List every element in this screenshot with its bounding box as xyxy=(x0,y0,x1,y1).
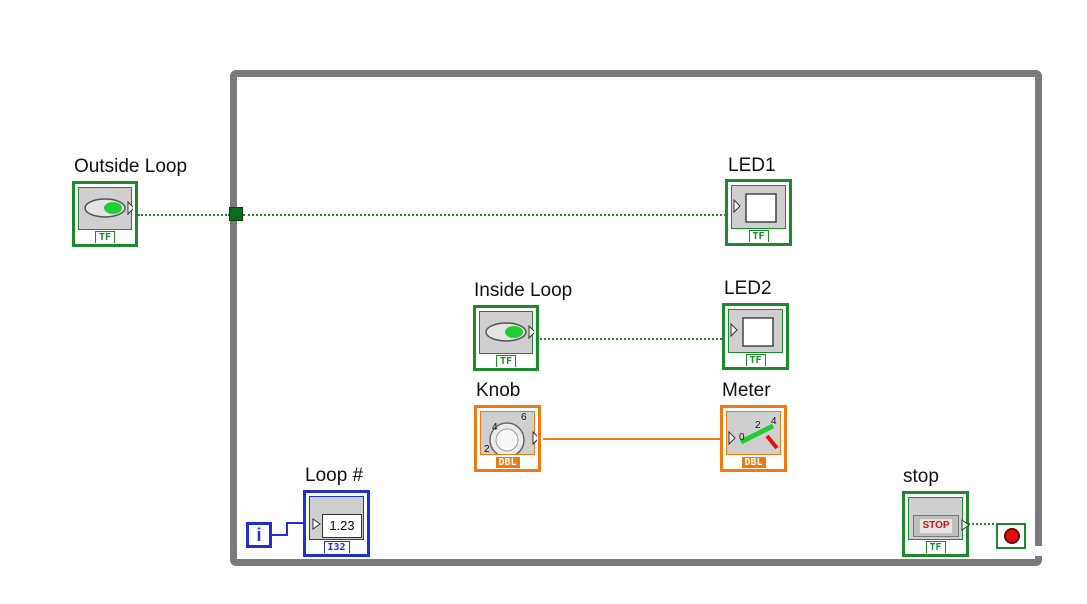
toggle-switch-icon xyxy=(485,322,534,342)
loop-count-label: Loop # xyxy=(305,465,364,486)
led1-face xyxy=(731,185,786,229)
knob-label: Knob xyxy=(476,380,521,401)
wire-tunnel-to-led1[interactable] xyxy=(243,214,730,216)
led2-label: LED2 xyxy=(724,278,772,299)
stop-button-icon: STOP xyxy=(913,515,959,537)
wire-knob-to-meter[interactable] xyxy=(543,438,724,440)
boolean-type-tag: TF xyxy=(94,231,116,243)
double-type-tag: DBL xyxy=(741,457,766,468)
led1-label: LED1 xyxy=(728,155,776,176)
knob-scale-6: 6 xyxy=(521,412,527,423)
knob-face: 2 4 6 xyxy=(480,411,537,455)
led1-indicator[interactable]: TF xyxy=(725,179,792,246)
wire-iteration-to-loop-count-vertical xyxy=(286,522,288,536)
stop-face: STOP xyxy=(908,497,970,540)
meter-face: 0 2 4 xyxy=(726,411,781,455)
meter-label: Meter xyxy=(722,380,771,401)
wire-outside-loop-to-tunnel[interactable] xyxy=(138,214,230,216)
meter-indicator[interactable]: 0 2 4 DBL xyxy=(720,405,787,472)
knob-dial-icon xyxy=(489,422,537,454)
wire-iteration-to-loop-count-end xyxy=(286,522,308,524)
outside-loop-control[interactable]: TF xyxy=(72,181,138,247)
stop-button-text: STOP xyxy=(920,519,952,533)
knob-control[interactable]: 2 4 6 DBL xyxy=(474,405,541,472)
meter-gauge-icon xyxy=(728,423,779,450)
boolean-type-tag: TF xyxy=(745,354,766,366)
loop-count-face: 1.23 xyxy=(309,496,364,540)
integer-type-tag: I32 xyxy=(323,541,350,553)
inside-loop-face xyxy=(479,311,534,354)
stop-label: stop xyxy=(903,466,939,487)
wire-iteration-to-loop-count[interactable] xyxy=(272,534,288,536)
while-loop-structure[interactable] xyxy=(230,70,1042,566)
loop-count-value: 1.23 xyxy=(322,514,362,538)
stop-if-true-icon xyxy=(1004,528,1020,544)
led-square-icon xyxy=(733,193,777,223)
inside-loop-control[interactable]: TF xyxy=(473,305,539,371)
loop-tunnel[interactable] xyxy=(229,207,243,221)
boolean-type-tag: TF xyxy=(748,230,769,242)
output-arrow-icon xyxy=(961,519,970,531)
double-type-tag: DBL xyxy=(495,457,520,468)
toggle-switch-icon xyxy=(84,198,133,218)
outside-loop-face xyxy=(78,187,133,230)
led2-indicator[interactable]: TF xyxy=(722,303,789,370)
led-square-icon xyxy=(730,317,774,347)
wire-stop-to-condition[interactable] xyxy=(968,523,998,525)
loop-count-indicator[interactable]: 1.23 I32 xyxy=(303,490,370,557)
led2-face xyxy=(728,309,783,353)
outside-loop-label: Outside Loop xyxy=(74,156,188,177)
boolean-type-tag: TF xyxy=(495,355,517,367)
conditional-terminal[interactable] xyxy=(996,523,1026,549)
meter-scale-4: 4 xyxy=(771,416,777,427)
boolean-type-tag: TF xyxy=(925,541,946,553)
knob-scale-2: 2 xyxy=(484,444,490,455)
knob-scale-4: 4 xyxy=(492,422,498,433)
stop-control[interactable]: STOP TF xyxy=(902,491,970,557)
iteration-terminal[interactable]: i xyxy=(246,522,272,548)
input-arrow-icon xyxy=(312,518,321,530)
meter-scale-0: 0 xyxy=(739,432,745,443)
meter-scale-2: 2 xyxy=(755,420,761,431)
inside-loop-label: Inside Loop xyxy=(474,280,573,301)
loop-corner-gap xyxy=(1030,546,1044,556)
wire-inside-loop-to-led2[interactable] xyxy=(540,338,726,340)
